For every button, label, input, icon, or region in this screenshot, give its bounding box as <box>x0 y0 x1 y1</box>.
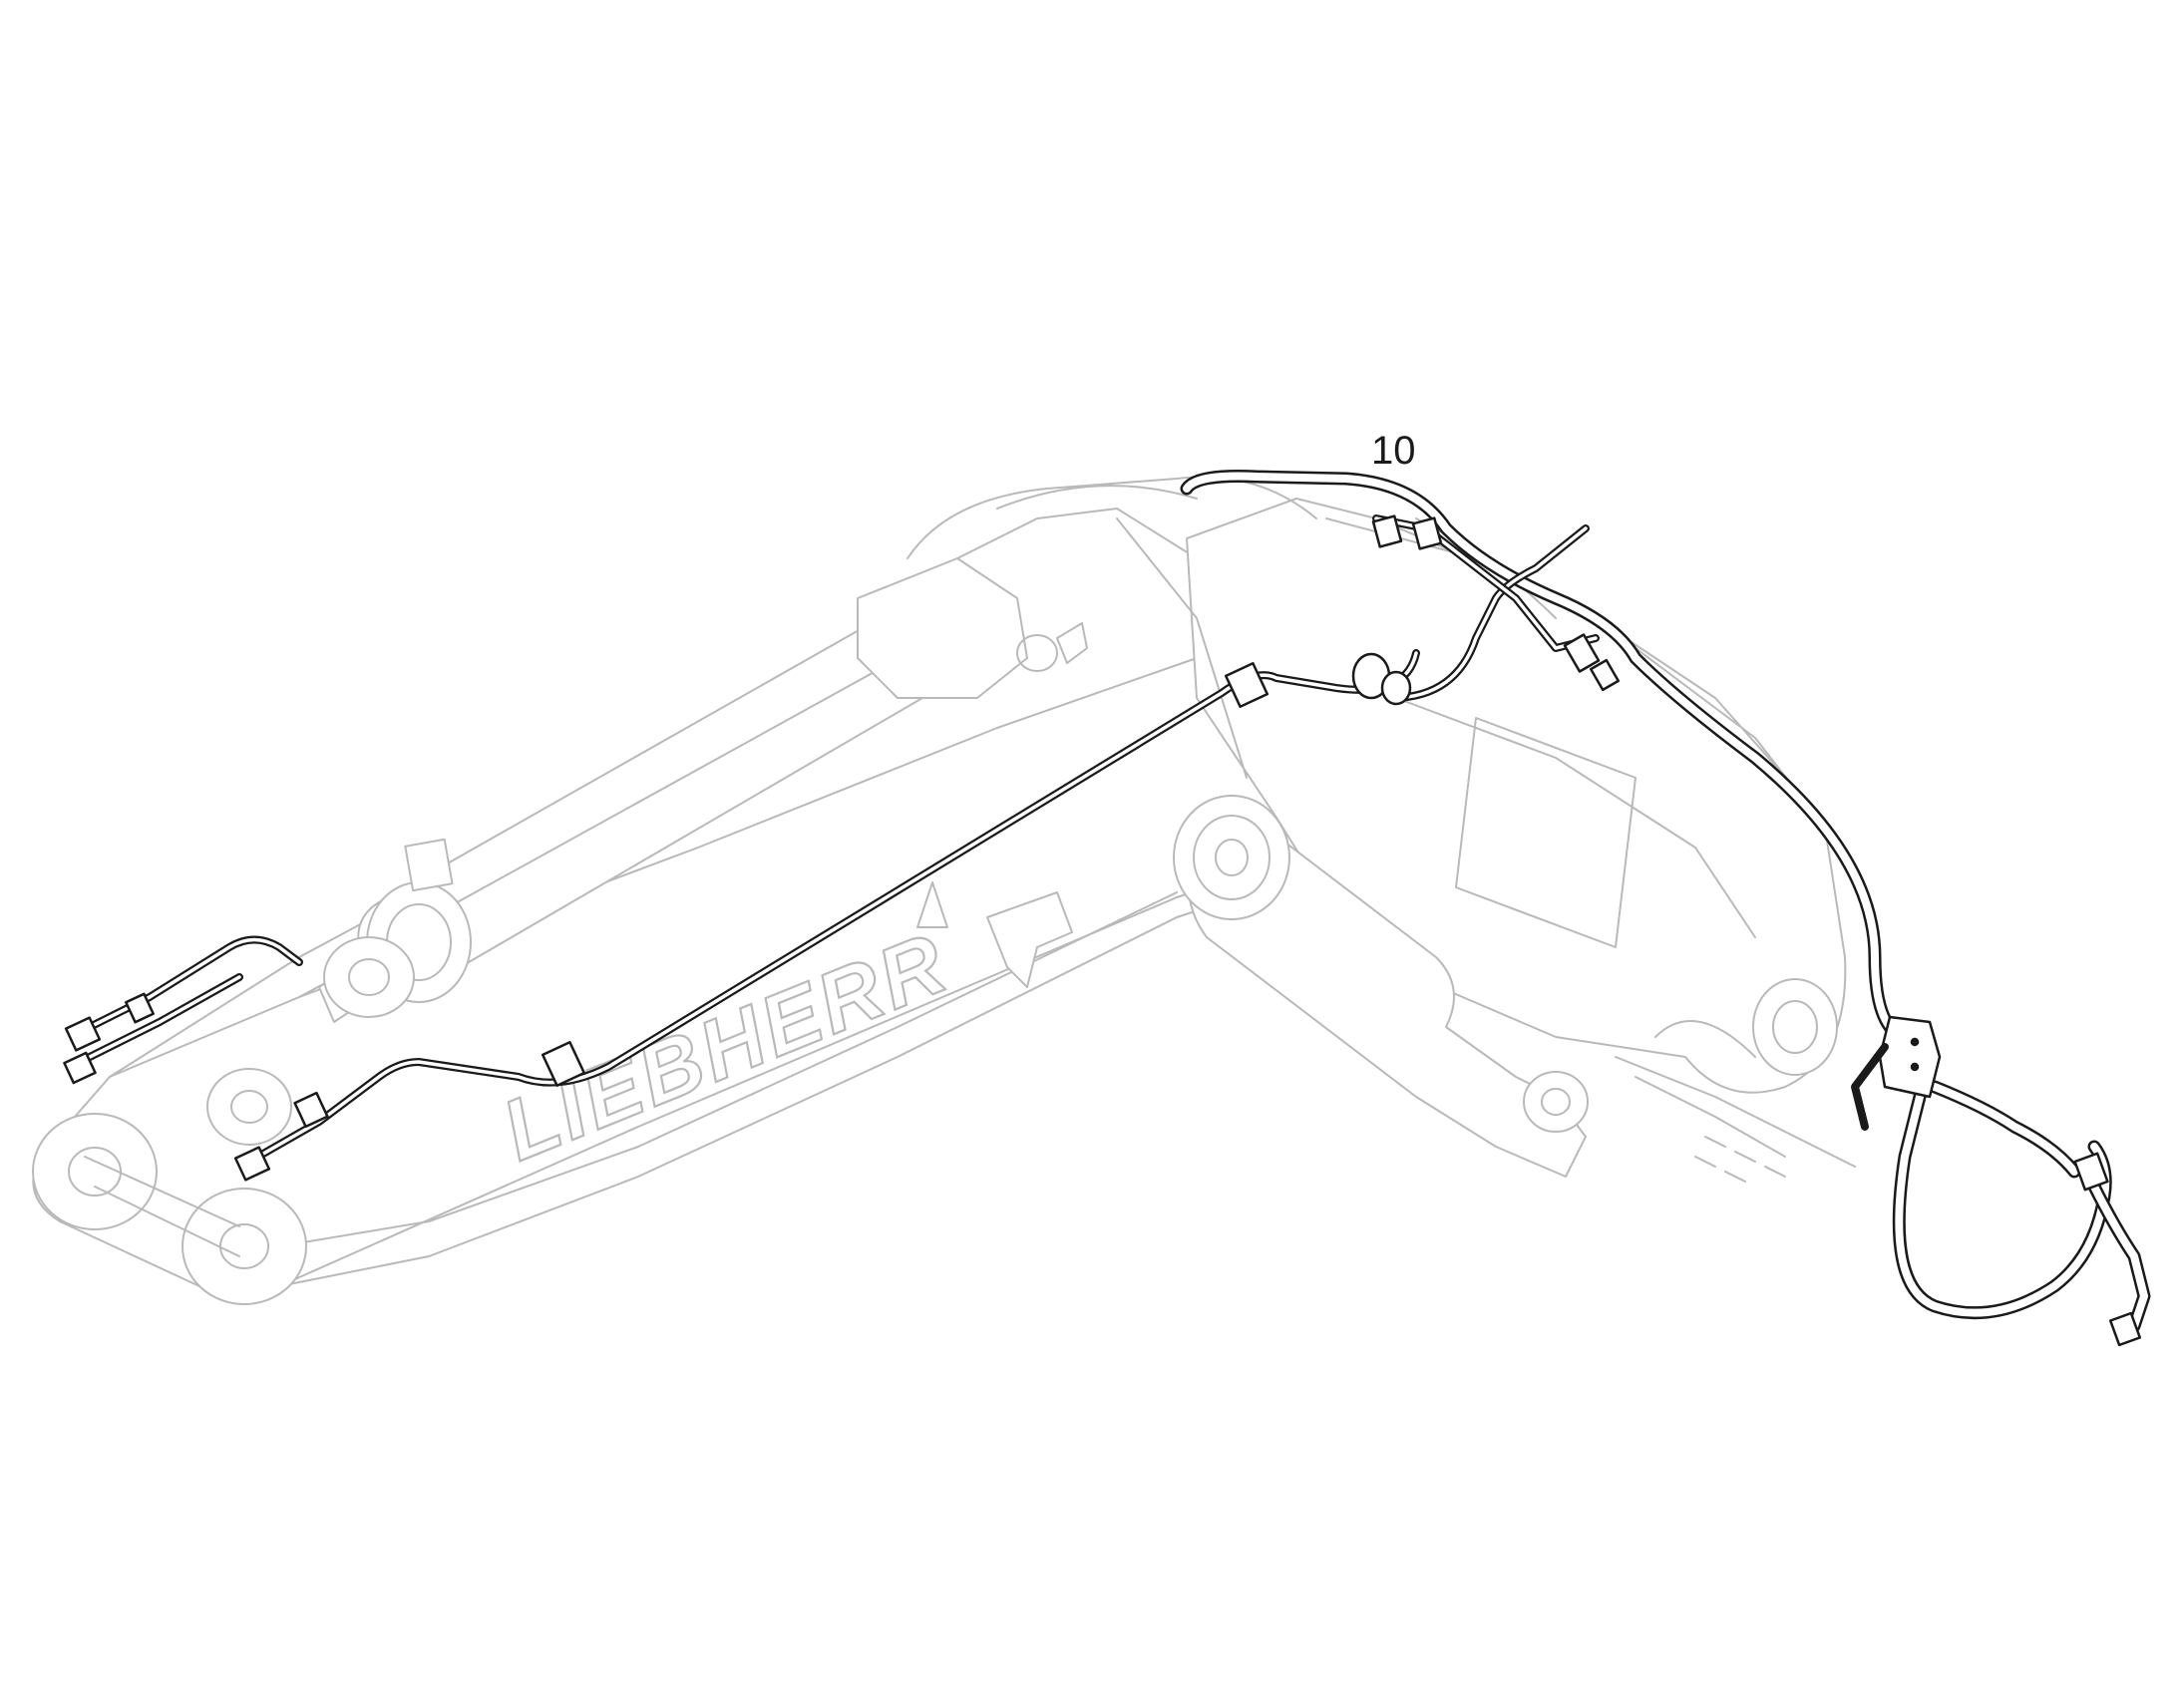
bucket-cylinder-eye-inner <box>348 958 390 996</box>
bucket-cylinder-eye <box>323 936 415 1018</box>
boom-foot-pivot-inner <box>1772 1000 1818 1054</box>
bracket-bolt-1 <box>1910 1037 1920 1047</box>
cylinder-valve-block <box>404 838 454 892</box>
bucket-end-pipe-10-b-core <box>88 975 241 1059</box>
boom-cylinder-pin <box>1215 839 1249 876</box>
connector-boom-2 <box>1380 670 1412 706</box>
boom-body <box>1186 498 1847 1094</box>
fitting-crown-2 <box>1411 516 1443 550</box>
linkage-pivot <box>206 1068 292 1146</box>
lower-fittings <box>1694 1136 1786 1183</box>
clamp-stick-upper <box>1224 662 1270 708</box>
boom-top-pipe-10-core <box>1389 526 1588 700</box>
boom-cylinder-base <box>1523 1071 1589 1133</box>
support-strut <box>1851 1043 1889 1131</box>
boom-side-line <box>1395 697 1756 938</box>
bucket-pivot-lug-left <box>32 1113 158 1230</box>
stick-bottom-flange-2 <box>248 891 1178 1252</box>
clamp-stick-middle <box>541 1041 586 1087</box>
boom-cylinder-eye-inner <box>1193 815 1271 900</box>
bucket-pin <box>84 1156 240 1257</box>
fitting-boom-head-1 <box>1563 633 1601 673</box>
bucket-cylinder-line <box>393 647 918 938</box>
bucket-end-pipe-10-core <box>78 937 301 1034</box>
lower-hose-tail-10-core <box>2090 1183 2148 1330</box>
arm-cylinder-bracket <box>1056 622 1088 664</box>
callout-10: 10 <box>1371 429 1416 473</box>
fitting-bucket-1 <box>64 1016 102 1052</box>
support-bracket <box>1878 1015 1942 1099</box>
arm-cylinder-mount <box>857 557 1028 699</box>
fitting-lower-1 <box>2073 1152 2109 1192</box>
boom-side-panel <box>1455 717 1636 948</box>
lower-hose-loop-10-b-core <box>1931 1083 2078 1176</box>
fitting-bucket-2 <box>63 1051 97 1085</box>
clamp-bucket-2 <box>293 1091 329 1129</box>
fitting-bucket-3 <box>233 1146 271 1182</box>
linkage-pivot-inner <box>230 1090 268 1124</box>
arm-cylinder-pivot <box>1016 634 1058 672</box>
boom-cylinder-eye <box>1173 795 1290 920</box>
bucket-pivot-hole-left <box>68 1147 122 1196</box>
bucket-pivot-lug-right <box>182 1188 307 1305</box>
fitting-lower-2 <box>2108 1311 2142 1347</box>
fitting-crown-1 <box>1371 514 1403 548</box>
upper-hose-10-core <box>1183 472 1894 1031</box>
fitting-boom-head-2 <box>1589 658 1621 692</box>
lifting-eye <box>986 891 1073 988</box>
lifting-symbol <box>916 881 948 928</box>
highlighted-fittings <box>63 514 2142 1347</box>
boom-cylinder-base-inner <box>1541 1088 1571 1116</box>
upper-faint-hoses <box>907 476 1557 779</box>
lower-hose-bundle <box>1615 1020 1856 1168</box>
bracket-bolt-2 <box>1910 1062 1920 1072</box>
boom-foot-pivot <box>1752 978 1838 1076</box>
clamp-bucket-1 <box>125 992 155 1024</box>
stick-structure <box>32 508 1387 1305</box>
